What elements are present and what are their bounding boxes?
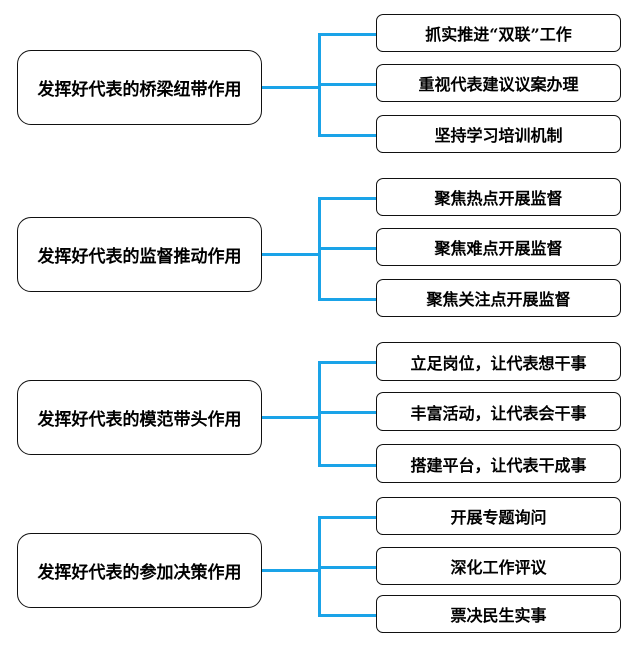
connector-branch-4-1 [318, 516, 376, 519]
connector-main-2 [262, 253, 320, 256]
item-box-3-2: 丰富活动，让代表会干事 [376, 392, 621, 431]
connector-branch-3-3 [318, 464, 376, 467]
item-box-1-1: 抓实推进“双联”工作 [376, 14, 621, 52]
item-box-1-3: 坚持学习培训机制 [376, 115, 621, 153]
item-box-4-2: 深化工作评议 [376, 547, 621, 585]
connector-branch-2-2 [318, 247, 376, 250]
connector-branch-4-3 [318, 614, 376, 617]
item-box-2-1: 聚焦热点开展监督 [376, 178, 621, 216]
item-box-1-2: 重视代表建议议案办理 [376, 64, 621, 102]
connector-branch-3-2 [318, 411, 376, 414]
connector-branch-3-1 [318, 361, 376, 364]
item-box-2-2: 聚焦难点开展监督 [376, 228, 621, 266]
connector-branch-1-3 [318, 134, 376, 137]
connector-branch-4-2 [318, 566, 376, 569]
item-box-2-3: 聚焦关注点开展监督 [376, 279, 621, 317]
main-box-decision: 发挥好代表的参加决策作用 [17, 533, 262, 608]
item-box-3-1: 立足岗位，让代表想干事 [376, 342, 621, 381]
main-box-bridge: 发挥好代表的桥梁纽带作用 [17, 50, 262, 125]
connector-main-1 [262, 86, 320, 89]
connector-spine-3 [318, 361, 321, 467]
main-box-supervision: 发挥好代表的监督推动作用 [17, 217, 262, 292]
item-box-4-1: 开展专题询问 [376, 497, 621, 535]
connector-branch-1-1 [318, 33, 376, 36]
connector-main-3 [262, 416, 320, 419]
item-box-3-3: 搭建平台，让代表干成事 [376, 444, 621, 483]
connector-main-4 [262, 569, 320, 572]
main-box-model: 发挥好代表的模范带头作用 [17, 380, 262, 455]
connector-branch-1-2 [318, 83, 376, 86]
connector-branch-2-1 [318, 197, 376, 200]
item-box-4-3: 票决民生实事 [376, 595, 621, 633]
connector-branch-2-3 [318, 298, 376, 301]
